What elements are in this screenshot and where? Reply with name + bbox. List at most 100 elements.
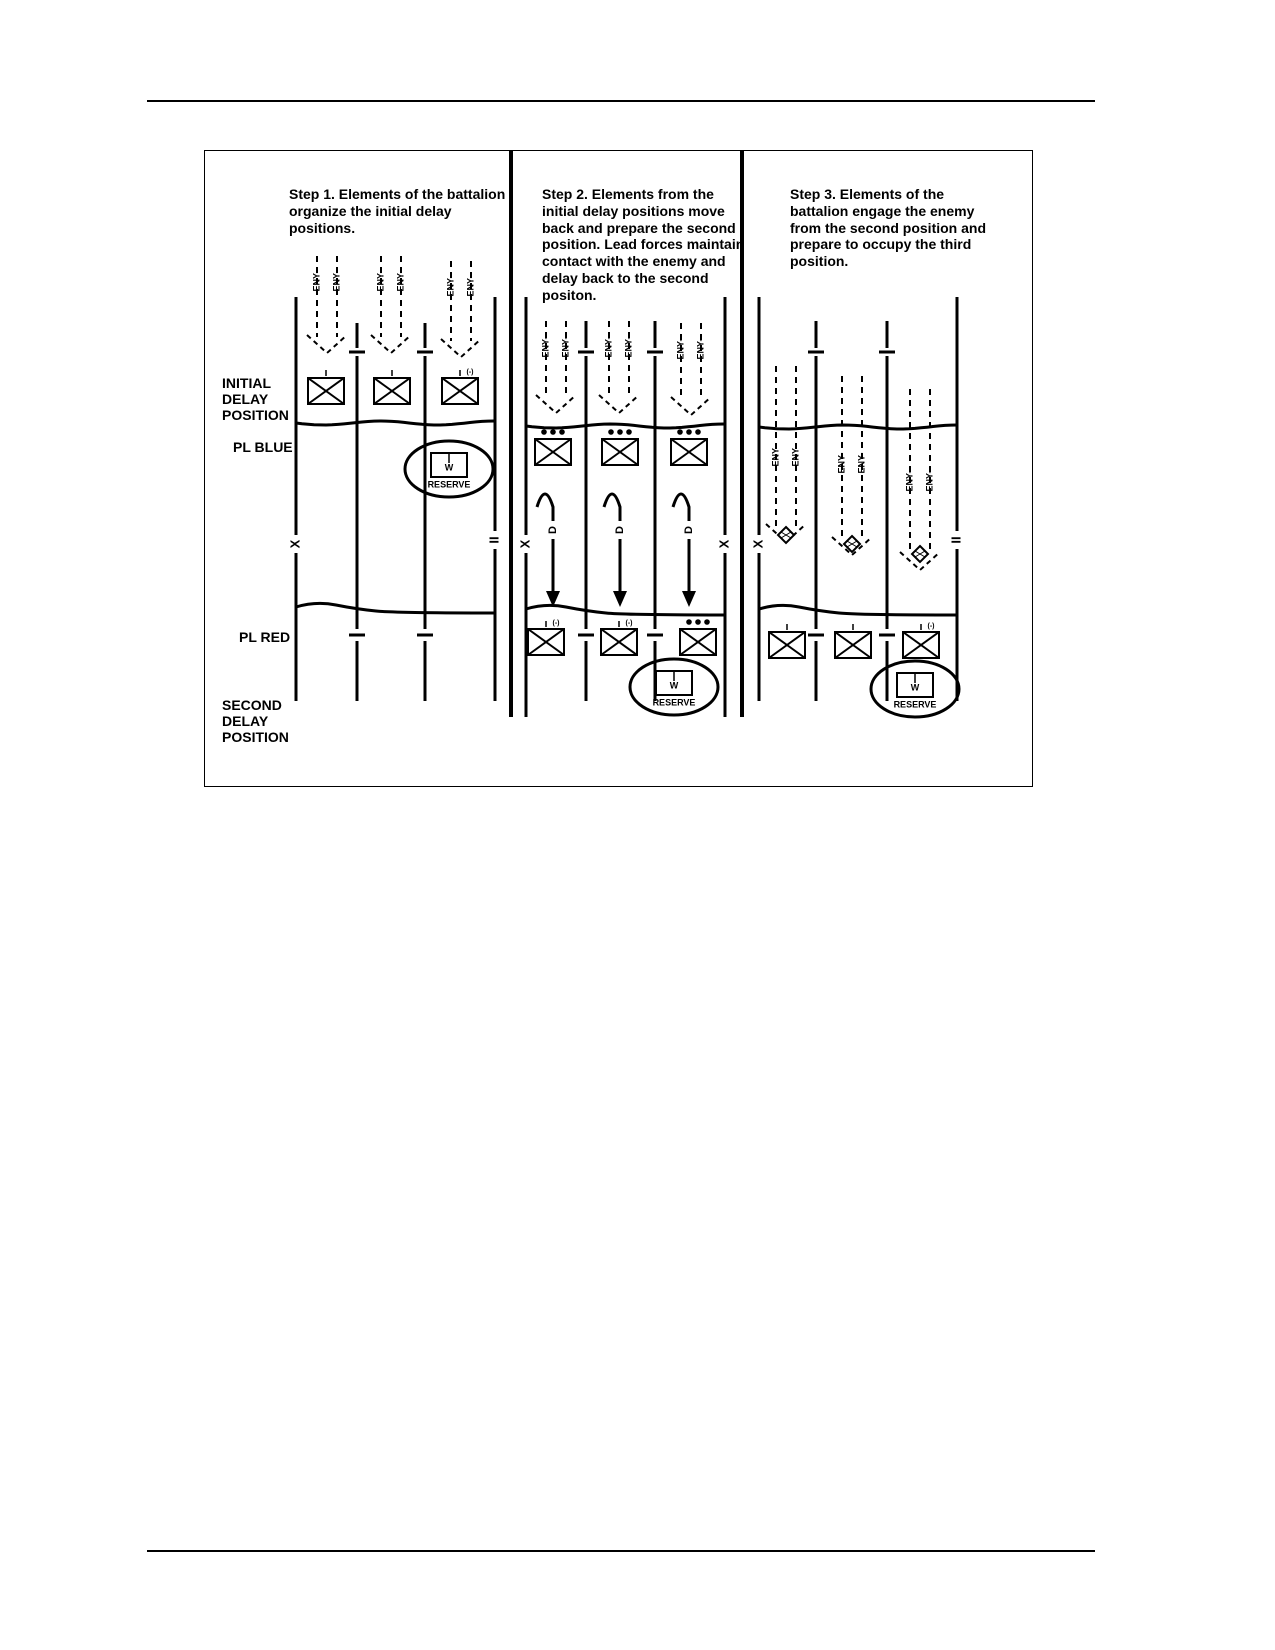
platoon-dot <box>686 619 692 625</box>
step-line: from the second position and <box>790 219 987 236</box>
delay-label-bg <box>547 521 559 539</box>
platoon-dot <box>704 619 710 625</box>
pl-blue-label: PL BLUE <box>233 439 293 455</box>
delay-label: D <box>683 526 695 534</box>
delay-label-bg <box>614 521 626 539</box>
step-line: Step 1. Elements of the battalion <box>289 186 506 202</box>
enemy-label: ENY- <box>395 270 405 291</box>
enemy-label: ENY- <box>560 336 570 357</box>
phase-line-blue <box>525 422 725 430</box>
phase-line-red <box>295 601 496 615</box>
phase-line-red <box>758 603 958 617</box>
unit-cross-line <box>600 628 638 656</box>
delay-arrow-shaft <box>602 492 622 591</box>
top-rule <box>147 100 1095 102</box>
figure-frame: X II ENY- ENY- ENY- ENY- ENY- ENY- (-) W RESERVE X X… <box>204 150 1033 787</box>
delay-arrow-shaft <box>671 492 691 591</box>
enemy-axis-arrowhead <box>670 396 712 417</box>
unit-cross-line <box>373 377 411 405</box>
reduced-mark: (-) <box>467 369 474 376</box>
enemy-label: ENY- <box>770 445 780 466</box>
enemy-label: ENY- <box>603 336 613 357</box>
delay-label: D <box>614 526 626 534</box>
step-line: position. Lead forces maintain <box>542 236 745 253</box>
label-line: POSITION <box>222 407 289 423</box>
boundary-x: X <box>750 539 765 548</box>
diamond-hatch <box>780 531 792 539</box>
enemy-label: ENY- <box>836 452 846 473</box>
delay-label: D <box>547 526 559 534</box>
reserve-ellipse <box>403 439 495 499</box>
boundary-x: X <box>517 539 532 548</box>
unit-cross-line <box>527 628 565 656</box>
enemy-axis-arrowhead <box>598 394 640 415</box>
enemy-label: ENY- <box>675 338 685 359</box>
reserve-unit-letter: W <box>445 462 454 472</box>
boundary-x: X <box>716 539 731 548</box>
enemy-label: ENY- <box>311 270 321 291</box>
reserve-ellipse <box>628 657 720 717</box>
step-line: Step 3. Elements of the <box>790 186 945 202</box>
platoon-dot <box>626 429 632 435</box>
delay-arrow-head <box>546 591 560 607</box>
label-line: DELAY <box>222 713 269 729</box>
enemy-label: ENY- <box>856 452 866 473</box>
step-line: contact with the enemy and <box>542 253 726 270</box>
reduced-mark: (-) <box>626 620 633 627</box>
diamond-hatch <box>914 550 926 558</box>
diamond-hatch <box>846 540 858 548</box>
enemy-label: ENY- <box>375 270 385 291</box>
enemy-axis-arrowhead <box>306 334 348 355</box>
label-line: DELAY <box>222 391 269 407</box>
enemy-label: ENY- <box>445 275 455 296</box>
enemy-label: ENY- <box>790 445 800 466</box>
step-line: Step 2. Elements from the <box>542 186 714 202</box>
reserve-ellipse <box>869 659 961 719</box>
reserve-unit-letter: W <box>670 680 679 690</box>
step-line: organize the initial delay <box>289 202 452 219</box>
platoon-dot <box>608 429 614 435</box>
reduced-mark: (-) <box>553 620 560 627</box>
reserve-label: RESERVE <box>653 697 696 707</box>
step-line: positions. <box>289 219 356 236</box>
unit-cross-line <box>902 631 940 659</box>
unit-cross-line <box>768 631 806 659</box>
platoon-dot <box>686 429 692 435</box>
step-line: prepare to occupy the third <box>790 236 972 253</box>
step-line: initial delay positions move <box>542 202 725 219</box>
enemy-label: ENY- <box>623 336 633 357</box>
step-2-text: Step 2. Elements from the initial delay … <box>542 186 744 304</box>
boundary-ii: II <box>948 536 963 543</box>
unit-cross-line <box>670 438 708 466</box>
enemy-label: ENY- <box>695 338 705 359</box>
second-delay-position-label: SECOND DELAY POSITION <box>222 697 289 745</box>
step-line: delay back to the second <box>542 269 709 286</box>
boundary-x: X <box>287 539 302 548</box>
platoon-dot <box>559 429 565 435</box>
unit-cross-line <box>534 438 572 466</box>
label-line: SECOND <box>222 697 282 713</box>
enemy-label: ENY- <box>465 275 475 296</box>
platoon-dot <box>695 619 701 625</box>
step-line: positon. <box>542 286 597 303</box>
platoon-dot <box>541 429 547 435</box>
phase-line-blue <box>295 419 495 427</box>
unit-cross-line <box>307 377 345 405</box>
platoon-dot <box>695 429 701 435</box>
delay-operation-diagram: X II ENY- ENY- ENY- ENY- ENY- ENY- (-) W RESERVE X X… <box>287 151 963 719</box>
reserve-label: RESERVE <box>428 479 471 489</box>
unit-cross-line <box>834 631 872 659</box>
delay-arrow-head <box>613 591 627 607</box>
platoon-dot <box>550 429 556 435</box>
label-line: INITIAL <box>222 375 271 391</box>
initial-delay-position-label: INITIAL DELAY POSITION <box>222 375 289 423</box>
enemy-label: ENY- <box>540 336 550 357</box>
platoon-dot <box>617 429 623 435</box>
pl-red-label: PL RED <box>239 629 291 645</box>
phase-line-red <box>525 603 726 617</box>
unit-cross-line <box>679 628 717 656</box>
unit-cross-line <box>601 438 639 466</box>
reserve-label: RESERVE <box>894 699 937 709</box>
platoon-dot <box>677 429 683 435</box>
step-1-text: Step 1. Elements of the battalion organi… <box>289 186 505 236</box>
